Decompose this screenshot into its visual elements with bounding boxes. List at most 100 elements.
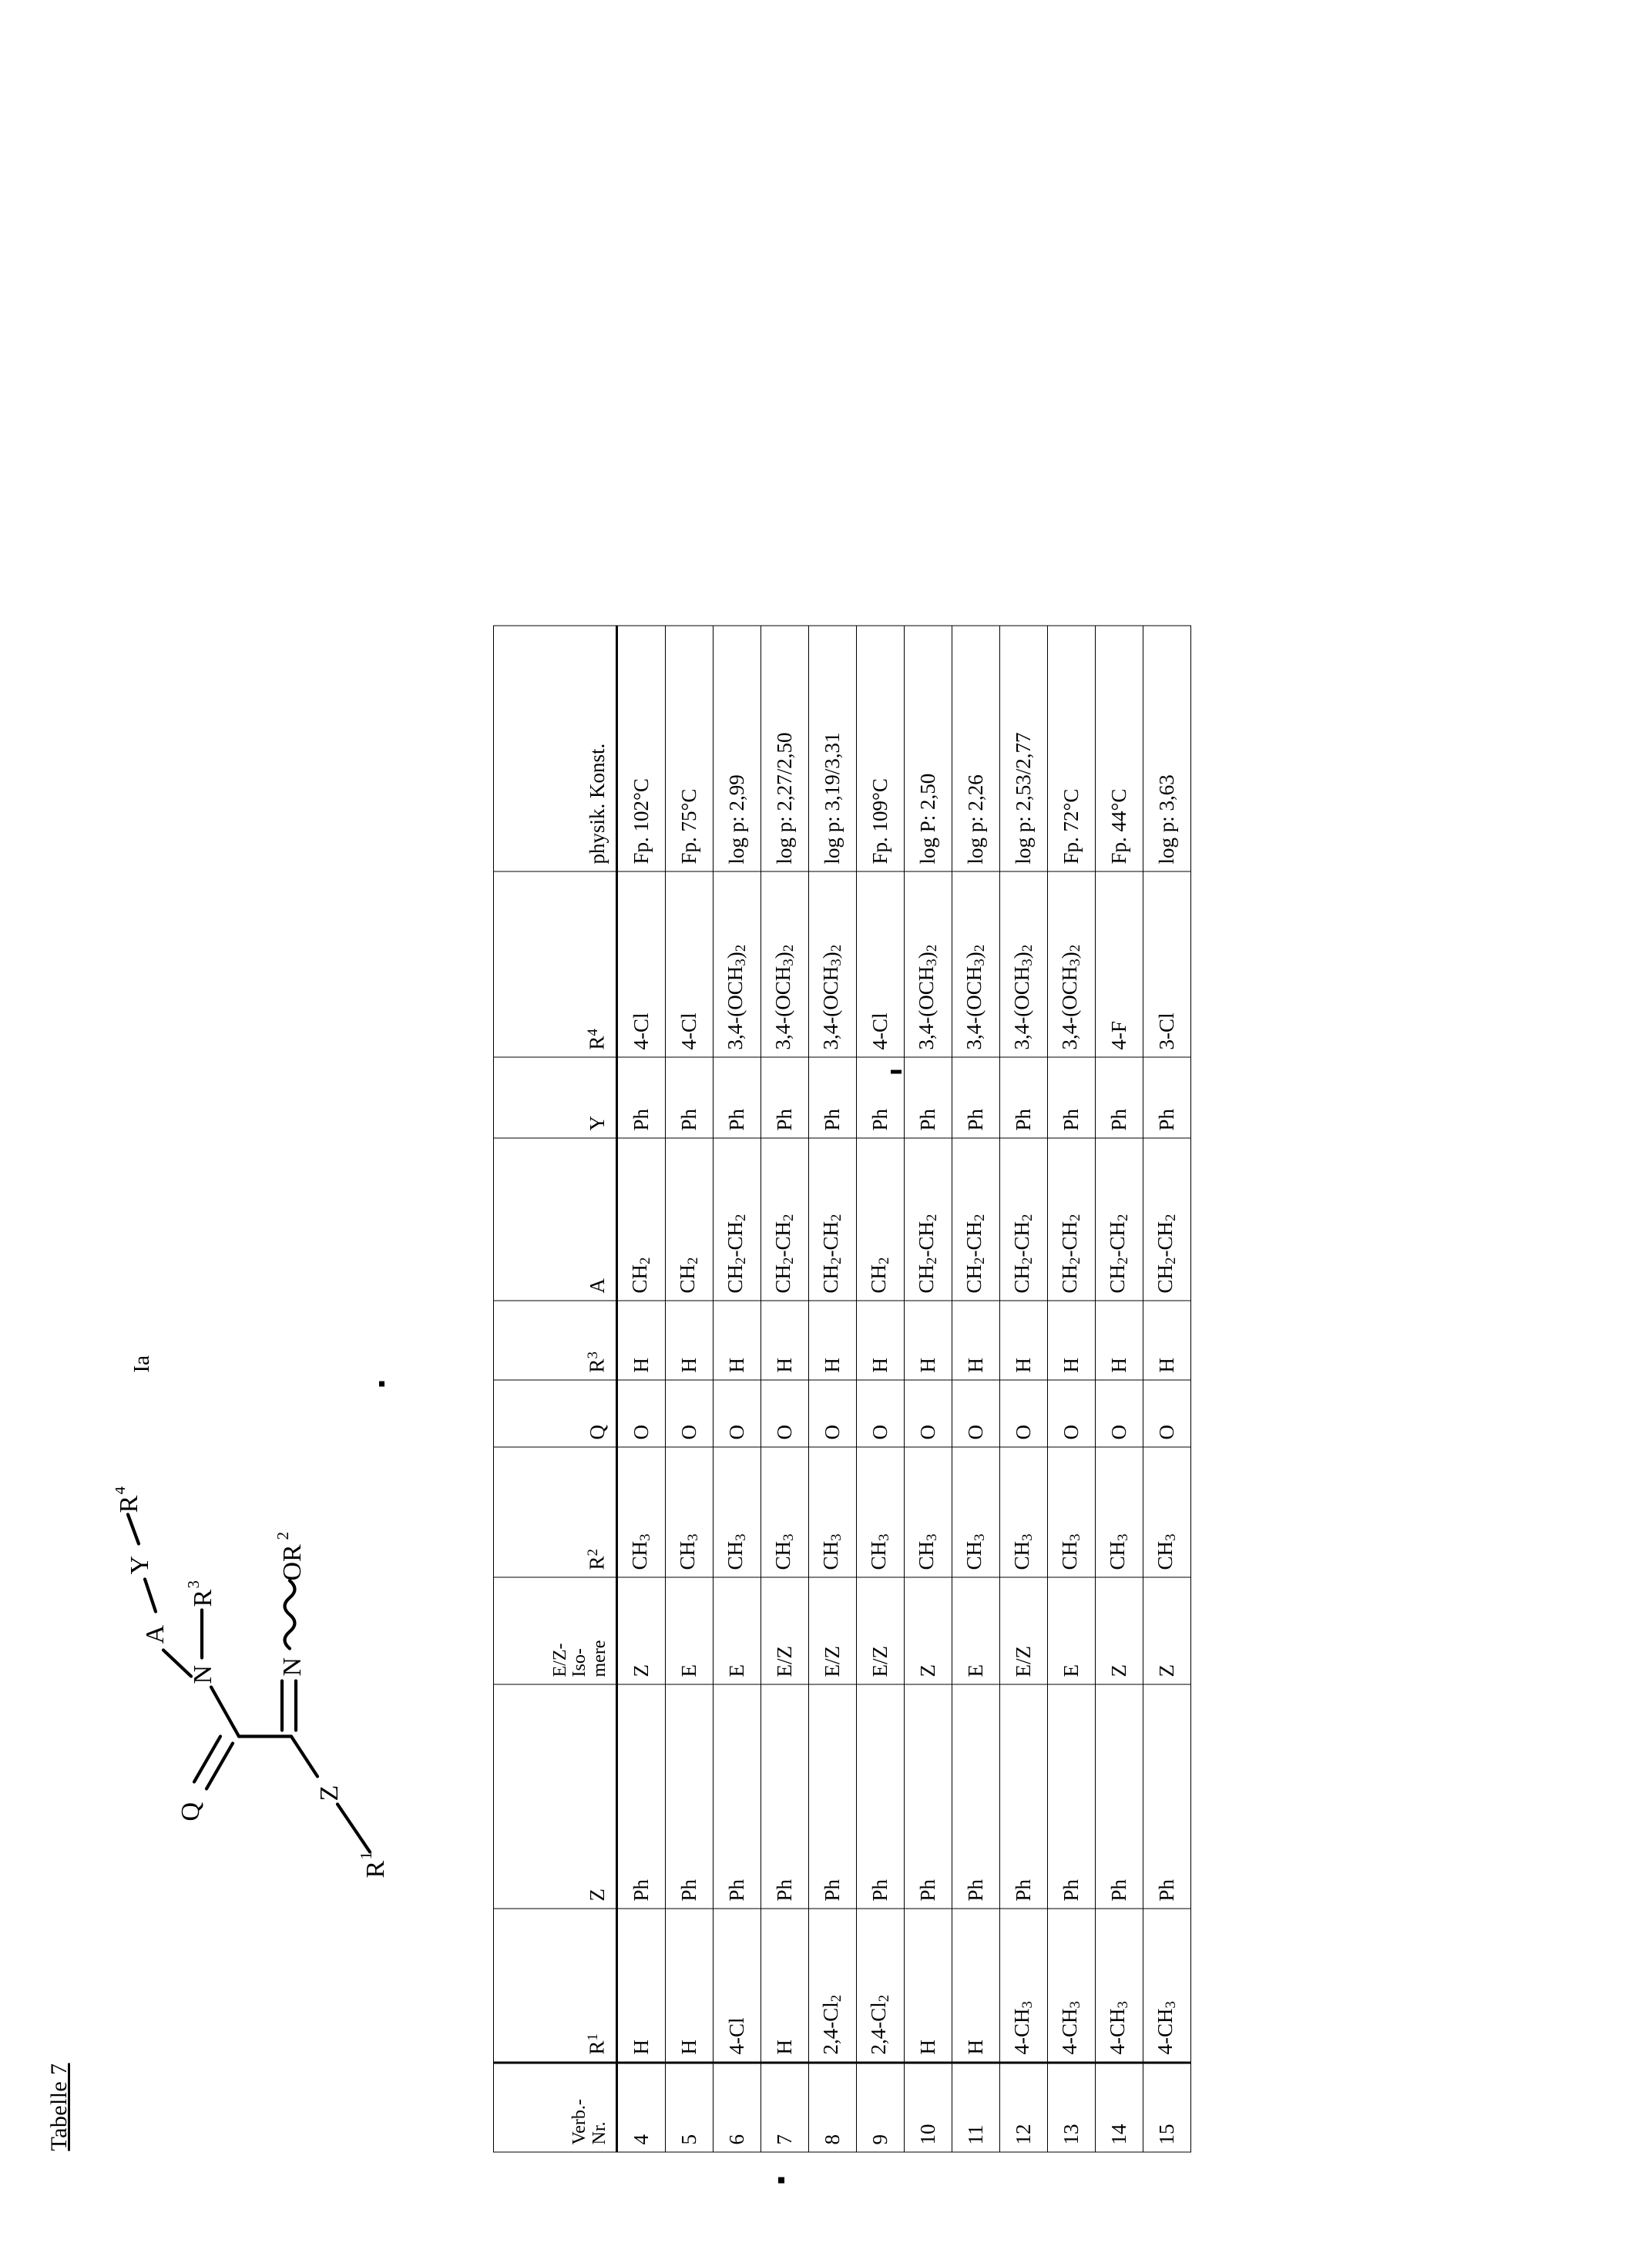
cell-ez: Z [904,1576,952,1684]
cell-r3: H [952,1300,1000,1380]
cell-ez: E [665,1576,714,1684]
atom-n-amide: N [189,1664,217,1684]
cell-r2: CH3 [665,1446,714,1577]
cell-r4: 4-F [1095,871,1143,1057]
atom-r1: R [361,1860,390,1878]
cell-physik-konst: Fp. 102°C [616,625,666,871]
cell-r1: H [761,1908,809,2063]
table-container: Verb.- Nr. R1 Z E/Z- Iso- mere [493,625,1191,2152]
structure-drawing: R 1 Z N OR 2 Q N R 3 A Y R 4 [116,1486,390,1878]
cell-verb-nr: 8 [808,2062,857,2152]
cell-r4: 3,4-(OCH3)2 [952,871,1000,1057]
cell-r4: 3,4-(OCH3)2 [999,871,1048,1057]
cell-r4: 3,4-(OCH3)2 [713,871,761,1057]
cell-r3: H [1143,1300,1191,1380]
column-header-r4: R4 [493,871,617,1057]
column-header-r3: R3 [493,1300,617,1380]
cell-a: CH2-CH2 [904,1137,952,1301]
cell-verb-nr: 5 [665,2062,714,2152]
cell-physik-konst: Fp. 109°C [856,625,905,871]
cell-ez: E/Z [808,1576,857,1684]
cell-z: Ph [999,1684,1048,1909]
cell-physik-konst: log p: 3,63 [1143,625,1191,871]
chemical-structure-figure: Ia R [116,1326,455,1912]
cell-r3: H [904,1300,952,1380]
cell-z: Ph [713,1684,761,1909]
cell-a: CH2-CH2 [952,1137,1000,1301]
cell-z: Ph [904,1684,952,1909]
cell-a: CH2-CH2 [1143,1137,1191,1301]
cell-r3: H [713,1300,761,1380]
cell-ez: Z [1095,1576,1143,1684]
column-header-y: Y [493,1056,617,1138]
cell-physik-konst: log p: 3,19/3,31 [808,625,857,871]
cell-q: O [1143,1379,1191,1447]
cell-r3: H [808,1300,857,1380]
cell-r4: 4-Cl [616,871,666,1057]
cell-physik-konst: log p: 2,99 [713,625,761,871]
atom-q: Q [176,1801,205,1821]
cell-q: O [856,1379,905,1447]
cell-verb-nr: 7 [761,2062,809,2152]
cell-r3: H [1047,1300,1096,1380]
cell-r4: 3,4-(OCH3)2 [1047,871,1096,1057]
atom-r1-sup: 1 [357,1852,375,1860]
column-header-verb-nr: Verb.- Nr. [493,2062,617,2152]
cell-r3: H [665,1300,714,1380]
cell-r2: CH3 [1047,1446,1096,1577]
cell-r1: 4-Cl [713,1908,761,2063]
cell-physik-konst: log p: 2,53/2,77 [999,625,1048,871]
cell-y: Ph [1047,1056,1096,1138]
cell-r4: 3,4-(OCH3)2 [904,871,952,1057]
cell-z: Ph [665,1684,714,1909]
scan-artifact-mark [891,1069,902,1073]
scan-artifact-dot [379,1381,384,1386]
cell-r4: 3-Cl [1143,871,1191,1057]
cell-physik-konst: log P: 2,50 [904,625,952,871]
cell-r1: H [665,1908,714,2063]
column-header-physik-konst: physik. Konst. [493,625,617,871]
cell-ez: E/Z [761,1576,809,1684]
cell-verb-nr: 4 [616,2062,666,2152]
cell-a: CH2 [665,1137,714,1301]
cell-y: Ph [952,1056,1000,1138]
column-header-a: A [493,1137,617,1301]
scan-artifact-period [778,2177,784,2183]
cell-verb-nr: 10 [904,2062,952,2152]
cell-verb-nr: 13 [1047,2062,1096,2152]
cell-q: O [761,1379,809,1447]
cell-r2: CH3 [999,1446,1048,1577]
cell-r3: H [616,1300,666,1380]
atom-z: Z [315,1785,344,1801]
cell-r2: CH3 [713,1446,761,1577]
cell-y: Ph [616,1056,666,1138]
cell-r4: 3,4-(OCH3)2 [808,871,857,1057]
cell-r2: CH3 [904,1446,952,1577]
cell-r1: 4-CH3 [1047,1908,1096,2063]
cell-r1: H [904,1908,952,2063]
cell-q: O [1047,1379,1096,1447]
cell-a: CH2 [616,1137,666,1301]
cell-q: O [665,1379,714,1447]
cell-ez: Z [616,1576,666,1684]
cell-ez: E/Z [999,1576,1048,1684]
cell-r1: H [616,1908,666,2063]
cell-a: CH2 [856,1137,905,1301]
cell-y: Ph [1095,1056,1143,1138]
atom-or2: OR [278,1543,307,1580]
cell-z: Ph [616,1684,666,1909]
cell-physik-konst: Fp. 75°C [665,625,714,871]
cell-physik-konst: log p: 2,26 [952,625,1000,871]
cell-r4: 4-Cl [856,871,905,1057]
cell-r4: 4-Cl [665,871,714,1057]
cell-z: Ph [1143,1684,1191,1909]
